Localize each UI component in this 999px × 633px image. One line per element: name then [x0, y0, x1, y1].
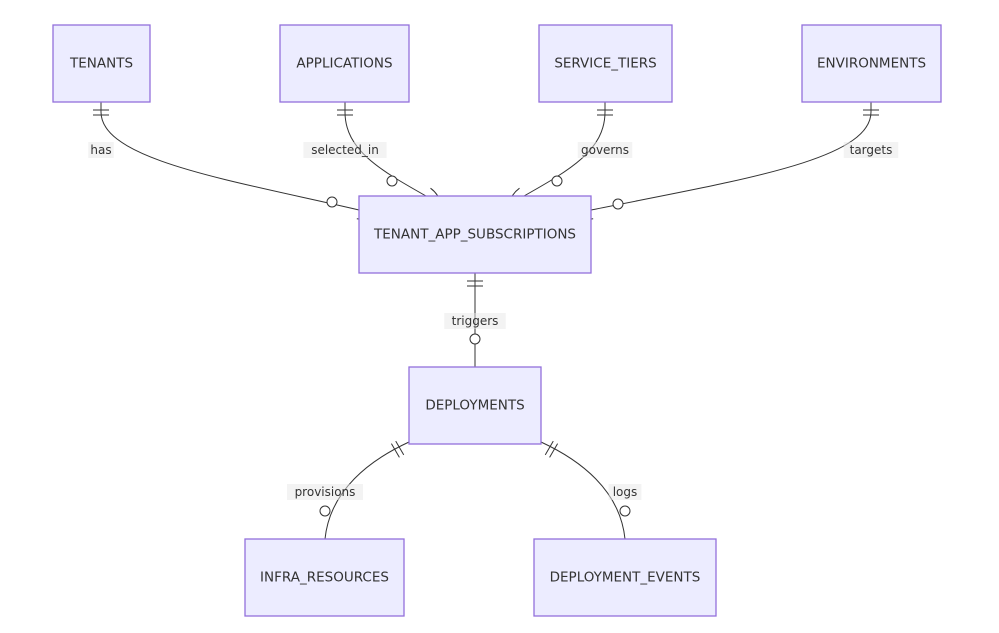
exactly-one-marker — [467, 280, 483, 287]
entity-applications[interactable]: APPLICATIONS — [279, 24, 410, 103]
relationship-label: has — [90, 143, 111, 157]
exactly-one-marker — [544, 440, 559, 458]
entity-label: ENVIRONMENTS — [817, 56, 926, 72]
relationship-targets — [573, 102, 879, 220]
entity-service-tiers[interactable]: SERVICE_TIERS — [538, 24, 673, 103]
relationship-labels-layer: has selected_in governs targets triggers prov… — [88, 142, 899, 500]
relationship-label-bg — [577, 142, 633, 158]
relationship-label-bg — [287, 484, 363, 500]
relationship-label: targets — [850, 143, 893, 157]
relationship-line[interactable] — [540, 441, 626, 540]
entity-tenant-app-subscriptions[interactable]: TENANT_APP_SUBSCRIPTIONS — [358, 195, 592, 274]
relationship-line[interactable] — [100, 102, 360, 211]
zero-circle-marker — [319, 505, 331, 517]
relationship-label-bg — [843, 142, 899, 158]
entity-label: DEPLOYMENT_EVENTS — [550, 570, 701, 586]
entity-label: APPLICATIONS — [296, 56, 392, 72]
entity-label: DEPLOYMENTS — [425, 398, 524, 414]
relationship-label-group: has — [88, 142, 114, 158]
relationship-label: provisions — [295, 485, 356, 499]
entity-deployment-events[interactable]: DEPLOYMENT_EVENTS — [533, 538, 717, 617]
relationships-layer — [93, 102, 879, 558]
entity-box[interactable] — [279, 24, 410, 103]
relationship-label: governs — [581, 143, 629, 157]
entity-box[interactable] — [408, 366, 542, 445]
entity-box[interactable] — [538, 24, 673, 103]
relationship-label-group: logs — [608, 484, 642, 500]
exactly-one-marker — [390, 440, 405, 458]
relationship-has — [93, 102, 377, 220]
zero-circle-marker — [619, 505, 631, 517]
entity-environments[interactable]: ENVIRONMENTS — [801, 24, 942, 103]
relationship-label: selected_in — [311, 143, 379, 157]
entity-box[interactable] — [244, 538, 405, 617]
exactly-one-marker — [93, 109, 109, 116]
entity-box[interactable] — [358, 195, 592, 274]
entities-layer: TENANTS APPLICATIONS SERVICE_TIERS ENVIRONM… — [52, 24, 942, 617]
relationship-label: triggers — [452, 314, 499, 328]
entity-label: TENANTS — [69, 56, 133, 72]
entity-box[interactable] — [52, 24, 151, 103]
exactly-one-marker — [597, 109, 613, 116]
entity-label: TENANT_APP_SUBSCRIPTIONS — [373, 227, 576, 243]
relationship-label: logs — [613, 485, 638, 499]
entity-label: INFRA_RESOURCES — [260, 570, 389, 586]
zero-circle-marker — [386, 175, 398, 187]
relationship-label-bg — [444, 313, 506, 329]
relationship-label-group: governs — [577, 142, 633, 158]
entity-tenants[interactable]: TENANTS — [52, 24, 151, 103]
relationship-label-bg — [608, 484, 642, 500]
entity-label: SERVICE_TIERS — [554, 56, 656, 72]
entity-box[interactable] — [533, 538, 717, 617]
relationship-line[interactable] — [590, 102, 872, 211]
relationship-label-group: selected_in — [303, 142, 387, 158]
zero-circle-marker — [326, 196, 338, 208]
relationship-label-bg — [88, 142, 114, 158]
relationship-label-group: triggers — [444, 313, 506, 329]
relationship-label-group: targets — [843, 142, 899, 158]
zero-circle-marker — [469, 333, 481, 345]
entity-box[interactable] — [801, 24, 942, 103]
entity-infra-resources[interactable]: INFRA_RESOURCES — [244, 538, 405, 617]
relationship-label-group: provisions — [287, 484, 363, 500]
zero-circle-marker — [612, 198, 624, 210]
relationship-line[interactable] — [324, 441, 410, 540]
exactly-one-marker — [337, 109, 353, 116]
relationship-label-bg — [303, 142, 387, 158]
zero-circle-marker — [551, 175, 563, 187]
exactly-one-marker — [863, 109, 879, 116]
entity-deployments[interactable]: DEPLOYMENTS — [408, 366, 542, 445]
